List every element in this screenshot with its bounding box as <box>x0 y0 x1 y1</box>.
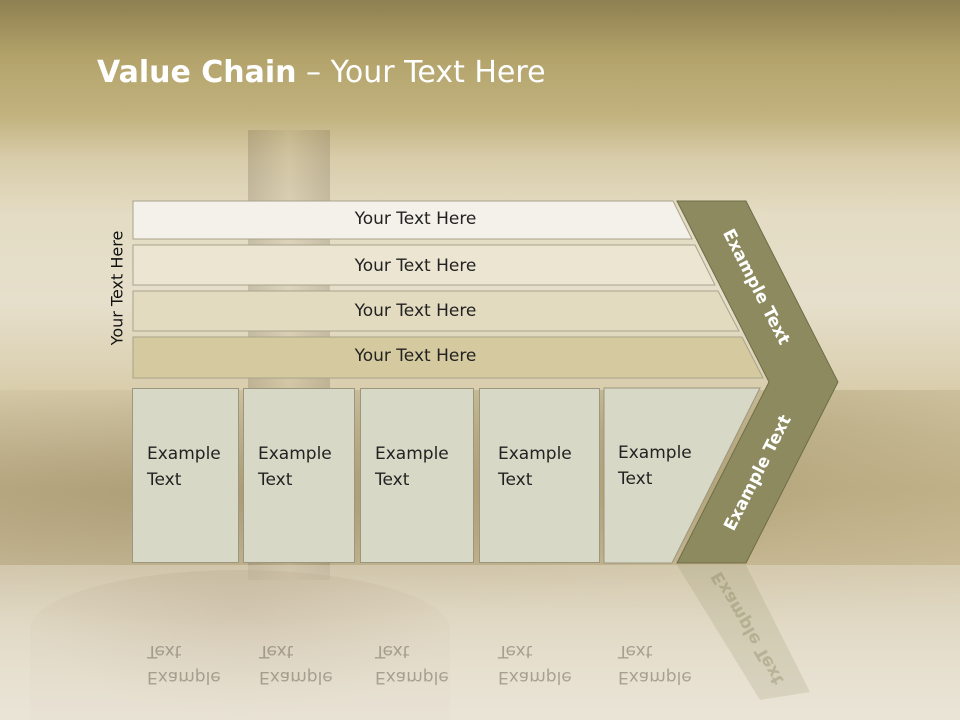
column-1-line1: Example <box>147 444 221 464</box>
chevron-arrow <box>676 200 839 564</box>
column-2-line1: Example <box>258 444 332 464</box>
column-1-line2: Text <box>147 470 182 490</box>
band-4-label: Your Text Here <box>354 346 477 366</box>
column-4-line2: Text <box>498 470 533 490</box>
column-3-line2: Text <box>375 470 410 490</box>
column-5-line1: Example <box>618 443 692 463</box>
title-bold: Value Chain <box>97 55 297 90</box>
column-5-shape <box>603 387 761 564</box>
reflection-fade <box>0 565 960 720</box>
chevron-reflection <box>677 565 810 700</box>
column-3-line1: Example <box>375 444 449 464</box>
band-3-label: Your Text Here <box>354 301 477 321</box>
band-2-label: Your Text Here <box>354 256 477 276</box>
slide-title: Value Chain – Your Text Here <box>97 55 546 90</box>
band-1-label: Your Text Here <box>354 209 477 229</box>
column-4-line1: Example <box>498 444 572 464</box>
band-4-shape <box>132 336 764 379</box>
column-5-line2: Text <box>618 469 653 489</box>
band-3-shape <box>132 290 740 332</box>
column-2-line2: Text <box>258 470 293 490</box>
band-1-shape <box>132 200 693 240</box>
title-rest: – Your Text Here <box>296 55 546 90</box>
band-2-shape <box>132 244 716 286</box>
